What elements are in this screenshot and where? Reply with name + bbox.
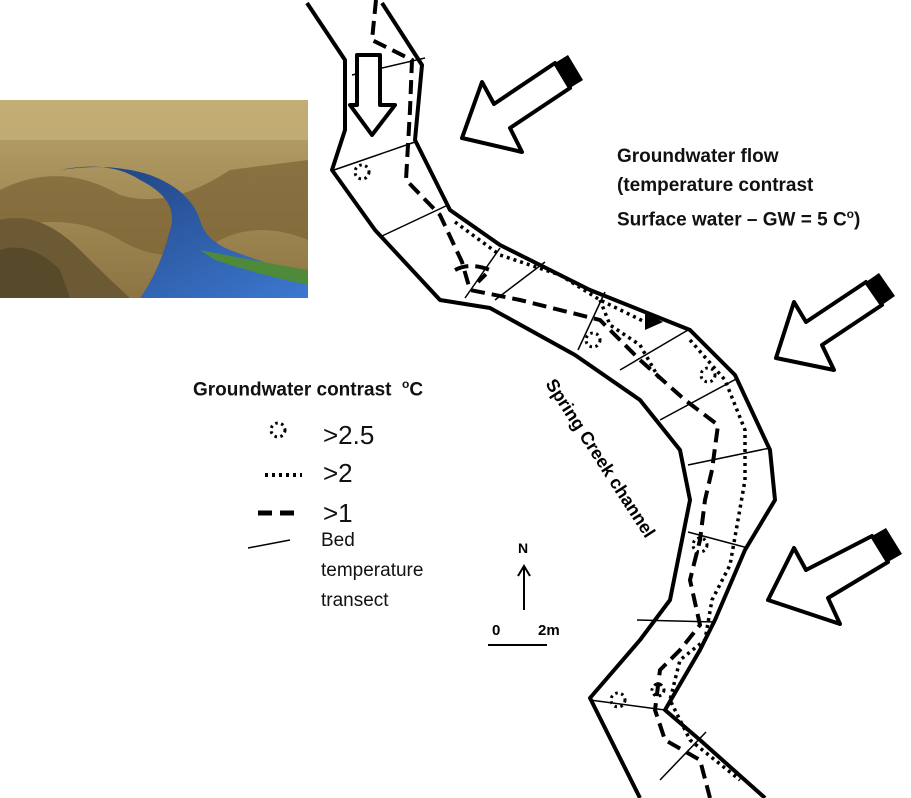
gw-line-3: Surface water – GW = 5 Co) xyxy=(617,207,861,231)
gw-line-1: Groundwater flow xyxy=(617,146,779,167)
scale-end-label: 2m xyxy=(538,622,560,639)
channel-right-bank xyxy=(380,1,777,798)
legend-label-2-5: >2.5 xyxy=(323,420,375,450)
groundwater-arrow-3 xyxy=(766,528,902,626)
channel-flow-arrow xyxy=(348,53,397,137)
legend-symbols xyxy=(247,421,302,549)
legend-label-2: >2 xyxy=(323,458,353,488)
north-arrow-icon xyxy=(517,564,531,610)
legend-symbol-circle xyxy=(269,421,287,439)
legend-label-1: >1 xyxy=(323,498,353,528)
contour-greater-2-5 xyxy=(353,163,717,709)
north-label: N xyxy=(518,540,529,556)
groundwater-arrow-2 xyxy=(774,273,895,372)
contour-arrow-tip xyxy=(645,312,663,330)
gw-line-2: (temperature contrast xyxy=(617,175,814,196)
channel-left-bank xyxy=(305,1,692,798)
groundwater-flow-arrows xyxy=(460,55,902,626)
stream-photo xyxy=(0,100,308,298)
legend-title: Groundwater contrast oC xyxy=(193,377,424,401)
legend-symbol-transect xyxy=(247,539,291,549)
contour-greater-1 xyxy=(369,0,721,798)
legend-label-transect: Bed temperature transect xyxy=(321,530,424,611)
contour-greater-2 xyxy=(453,220,747,782)
groundwater-flow-label: Groundwater flow (temperature contrast S… xyxy=(617,142,860,234)
scale-start-label: 0 xyxy=(492,622,501,639)
groundwater-arrow-1 xyxy=(460,55,583,154)
